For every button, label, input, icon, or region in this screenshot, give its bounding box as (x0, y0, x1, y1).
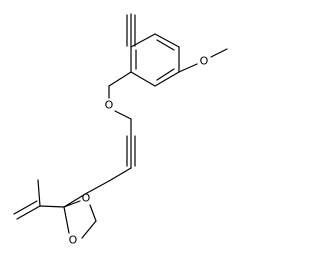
bond (114, 110, 132, 120)
bond (86, 180, 110, 194)
ethynyl-group (126, 13, 136, 48)
atom-label-o-dioxolane-upper: O (82, 192, 91, 205)
isopropenyl-group (13, 179, 65, 220)
atom-label-o-dioxolane-lower: O (69, 234, 78, 247)
ring-bond (154, 33, 180, 48)
bond (39, 205, 65, 208)
double-bond (13, 200, 38, 215)
ring-double-bond (156, 39, 175, 51)
atom-label-o-methoxy: O (200, 55, 209, 68)
bond (63, 192, 88, 208)
bond (63, 200, 81, 208)
bond (108, 167, 132, 182)
dioxolane-ring: O O (63, 192, 97, 247)
bond (178, 63, 198, 73)
butynyl-chain (63, 118, 136, 208)
bond (63, 206, 70, 234)
benzyl-ether-link: O (105, 71, 132, 120)
methoxy-group: O (178, 48, 228, 73)
ring-bond (154, 71, 180, 87)
atom-label-o-ether: O (105, 99, 114, 112)
ring-double-bond (156, 68, 175, 81)
ring-bond (130, 71, 156, 87)
bond (89, 204, 97, 222)
double-bond (16, 205, 41, 220)
bond (210, 48, 228, 58)
bond (81, 220, 97, 239)
chemical-structure: O O O O (13, 13, 228, 247)
bond (108, 71, 132, 87)
benzene-ring (130, 33, 180, 87)
bond (37, 179, 41, 207)
